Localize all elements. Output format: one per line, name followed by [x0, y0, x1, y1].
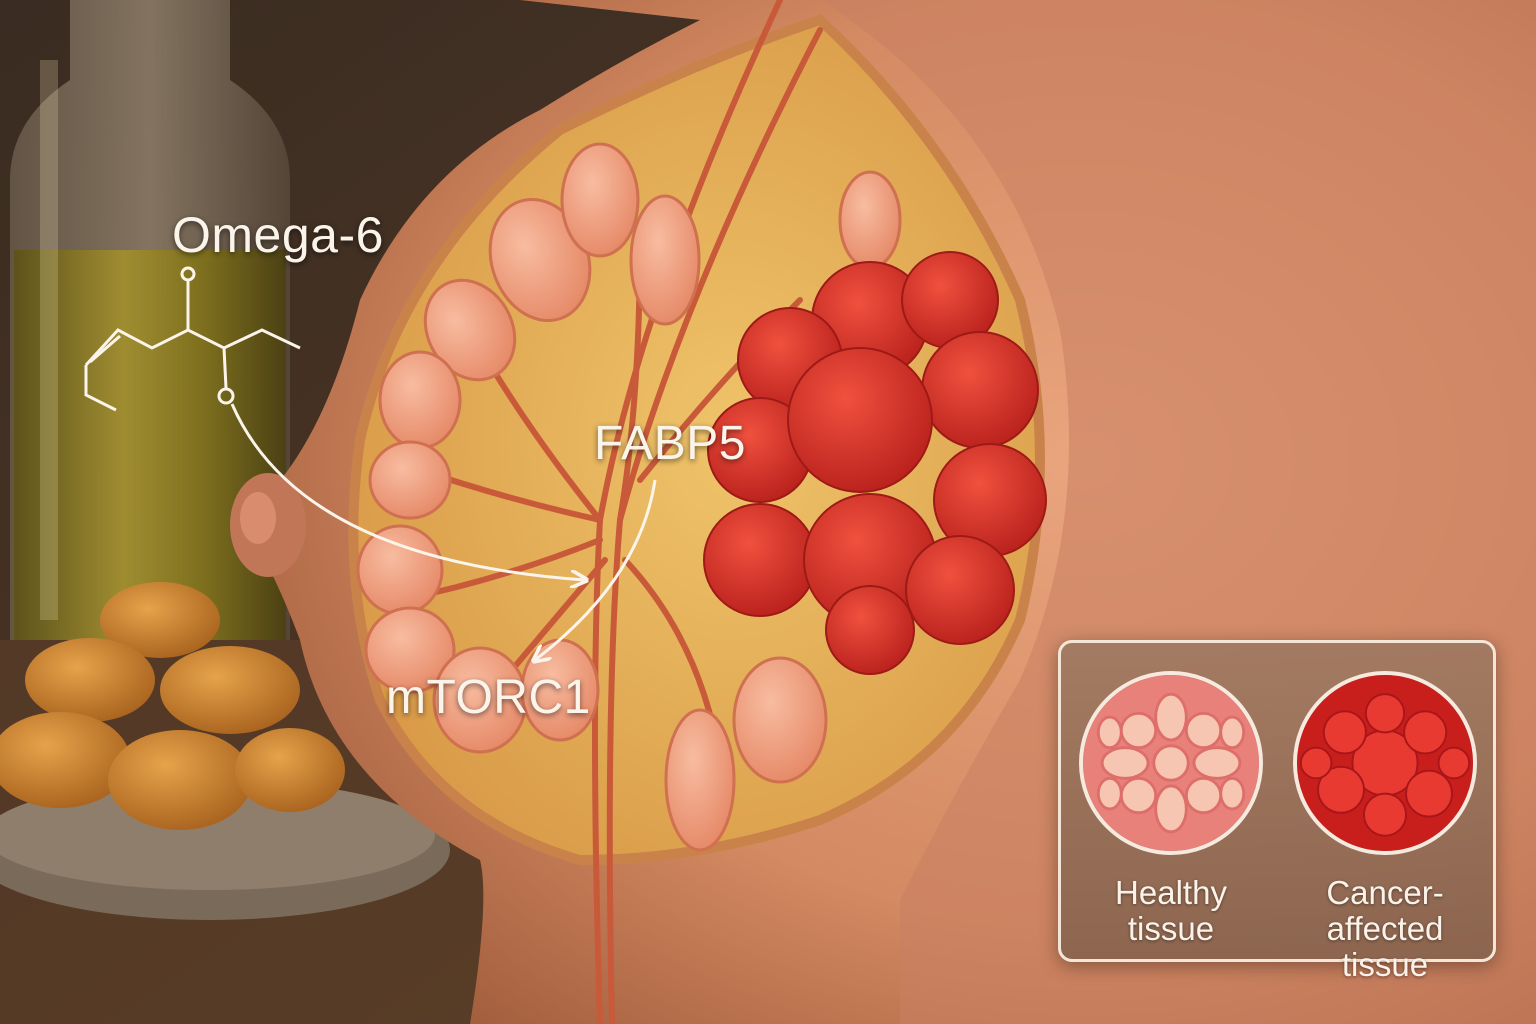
cancer-tissue-caption: Cancer-affected tissue: [1326, 874, 1444, 983]
omega6-to-fabp5-arrow: [230, 403, 585, 580]
oil-bottle: [10, 0, 290, 640]
healthy-lobules: [356, 142, 902, 852]
omega-6-molecule: [84, 266, 301, 412]
cancer-tissue-image: [1293, 671, 1477, 855]
tissue-comparison-inset: Healthy tissue Cancer-affected tissue: [1058, 640, 1496, 983]
fabp5-to-mtorc1-arrow: [535, 479, 657, 660]
fabp5-label: FABP5: [594, 417, 746, 470]
breast-cross-section: [230, 0, 1047, 1024]
fried-food-plate: [0, 582, 450, 920]
omega-6-label: Omega-6: [172, 207, 384, 263]
tumor-mass: [703, 251, 1047, 675]
healthy-tissue-image: [1079, 671, 1263, 855]
healthy-tissue-caption: Healthy tissue: [1115, 874, 1227, 947]
mtorc1-label: mTORC1: [386, 671, 591, 724]
